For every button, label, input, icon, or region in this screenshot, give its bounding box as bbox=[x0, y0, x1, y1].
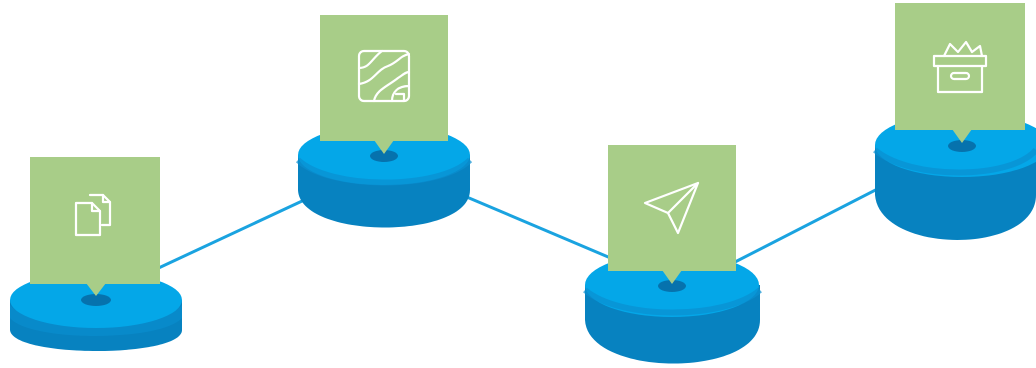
step-4 bbox=[873, 3, 1036, 240]
connector-line-2-3 bbox=[460, 193, 622, 264]
archive-box-icon bbox=[932, 40, 988, 94]
step-3-card bbox=[608, 145, 736, 284]
step-1-puck bbox=[10, 272, 182, 351]
send-paper-plane-icon bbox=[643, 181, 700, 235]
connector-line-1-2 bbox=[148, 193, 317, 274]
step-1 bbox=[10, 157, 182, 351]
step-2-card bbox=[320, 15, 448, 154]
copy-documents-icon bbox=[74, 193, 112, 237]
map-icon bbox=[357, 49, 411, 103]
step-2 bbox=[295, 15, 473, 228]
step-3 bbox=[583, 145, 762, 364]
connector-lines bbox=[148, 178, 897, 274]
step-1-card bbox=[30, 157, 160, 296]
connector-line-3-4 bbox=[733, 178, 897, 264]
